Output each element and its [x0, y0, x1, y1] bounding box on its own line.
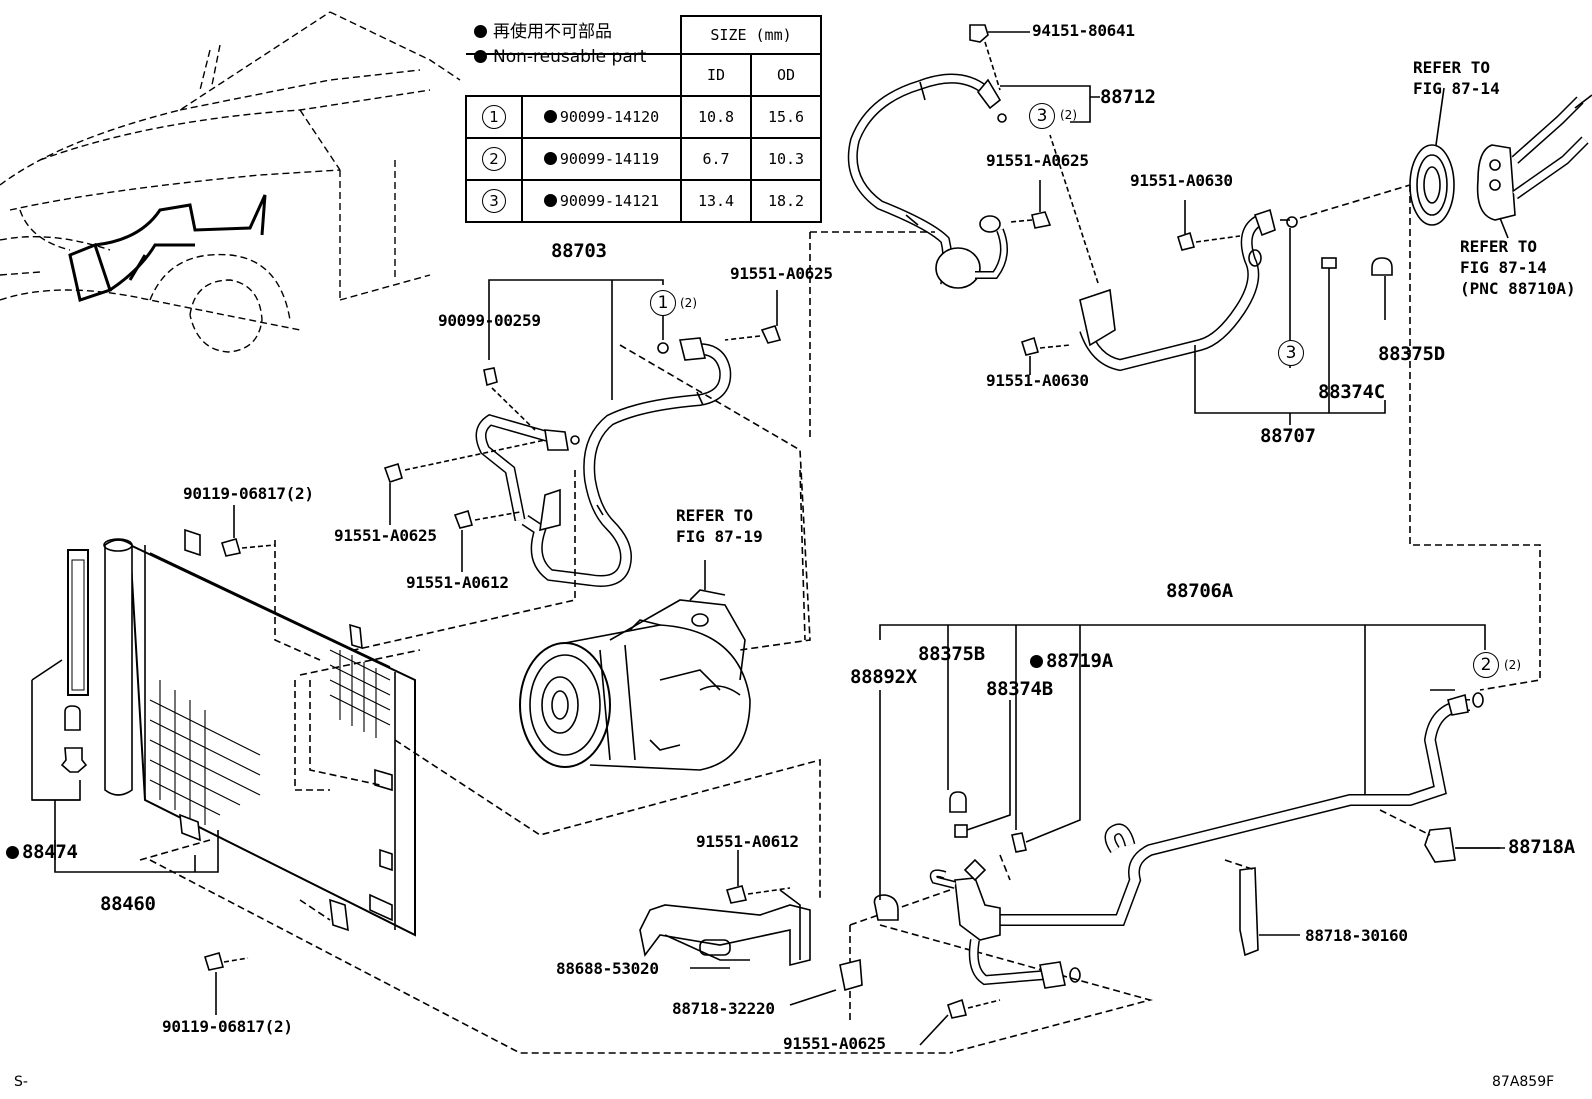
size-header: SIZE (mm): [680, 15, 822, 55]
bolt-91551-a0612-a: [453, 509, 521, 572]
hose-88703-drawing: [475, 337, 732, 587]
vehicle-outline: [0, 11, 461, 353]
mark-circle-icon: 2: [482, 147, 506, 171]
col-id-header: ID: [680, 53, 752, 97]
label-88474: 88474: [6, 841, 78, 863]
dashed-connectors-bottom: [999, 809, 1431, 881]
label-88688-53020: 88688-53020: [556, 959, 659, 978]
dashed-connectors-center: [309, 231, 935, 661]
footer-left-code: S-: [14, 1074, 28, 1090]
label-88703: 88703: [551, 240, 607, 262]
label-91551-a0630-mid: 91551-A0630: [986, 371, 1089, 390]
drier-parts-88474: [31, 549, 89, 860]
bolt-91551-a0630-lower: [1021, 336, 1071, 375]
label-91551-a0612-a: 91551-A0612: [406, 573, 509, 592]
hose-88707-drawing: [1049, 134, 1411, 372]
callout-1: 1: [650, 290, 676, 316]
oring-1: [657, 342, 669, 354]
bracket-88688-drawing: [639, 889, 811, 967]
callout-2: 2: [1473, 652, 1499, 678]
bolt-90119-top: [220, 505, 276, 557]
mark-circle-icon: 3: [482, 189, 506, 213]
label-88707: 88707: [1260, 425, 1316, 447]
hose-88712-drawing: [847, 73, 1008, 289]
id-value: 13.4: [680, 179, 752, 223]
label-91551-a0625-d: 91551-A0625: [783, 1034, 886, 1053]
id-value: 6.7: [680, 137, 752, 181]
part-number: 90099-14119: [544, 150, 659, 168]
bolt-94151-drawing: [969, 24, 1030, 91]
label-88375b: 88375B: [918, 643, 985, 665]
part-number: 90099-14121: [544, 192, 659, 210]
label-91551-a0625-c: 91551-A0625: [334, 526, 437, 545]
col-od-header: OD: [750, 53, 822, 97]
od-value: 18.2: [750, 179, 822, 223]
label-88374c: 88374C: [1318, 381, 1385, 403]
label-90119-06817-bottom: 90119-06817(2): [162, 1017, 293, 1036]
dashed-connector-right: [1409, 185, 1541, 691]
table-row: 3 90099-14121 13.4 18.2: [465, 179, 822, 223]
label-88718a: 88718A: [1508, 836, 1575, 858]
leader-88712: [1000, 85, 1100, 123]
label-88892x: 88892X: [850, 666, 917, 688]
label-91551-a0625-top: 91551-A0625: [986, 151, 1089, 170]
callout-3-top-qty: (2): [1060, 108, 1077, 122]
label-90119-06817-top: 90119-06817(2): [183, 484, 314, 503]
leader-88707: [1194, 228, 1386, 425]
leader-88703: [488, 279, 664, 400]
valve-88374c: [1321, 257, 1337, 400]
mark-circle-icon: 1: [482, 105, 506, 129]
label-refer-fig-87-14-top: REFER TO FIG 87-14: [1413, 58, 1500, 98]
bolt-91551-a0625-b: [724, 290, 782, 344]
callout-3-mid: 3: [1278, 340, 1304, 366]
label-refer-fig-87-19: REFER TO FIG 87-19: [676, 506, 763, 546]
label-88712: 88712: [1100, 86, 1156, 108]
size-table: SIZE (mm) ID OD 1 90099-14120 10.8 15.6 …: [465, 15, 822, 223]
id-value: 10.8: [680, 95, 752, 139]
oring-3-top: [997, 113, 1007, 123]
label-88718-32220: 88718-32220: [672, 999, 775, 1018]
non-reusable-dot-icon: 88474: [6, 841, 78, 863]
bolt-90099-00259: [483, 367, 536, 431]
leader-88706a: [879, 624, 1486, 900]
condenser-drawing: [103, 528, 416, 937]
label-88719a: 88719A: [1030, 650, 1113, 672]
label-91551-a0630-top: 91551-A0630: [1130, 171, 1233, 190]
label-90099-00259: 90099-00259: [438, 311, 541, 330]
vehicle-ac-route: [68, 194, 267, 302]
label-refer-fig-87-14-side: REFER TO FIG 87-14 (PNC 88710A): [1460, 237, 1576, 298]
label-88374b: 88374B: [986, 678, 1053, 700]
part-number: 90099-14120: [544, 108, 659, 126]
bolt-91551-a0630-upper: [1177, 200, 1241, 251]
callout-3-top: 3: [1029, 103, 1055, 129]
label-91551-a0612-b: 91551-A0612: [696, 832, 799, 851]
label-94151-80641: 94151-80641: [1032, 21, 1135, 40]
compressor-drawing: [519, 560, 751, 771]
bolt-90119-bottom: [203, 952, 249, 1015]
bolt-91551-a0612-b: [725, 850, 791, 904]
label-91551-a0625-b: 91551-A0625: [730, 264, 833, 283]
od-value: 10.3: [750, 137, 822, 181]
label-88460: 88460: [100, 893, 156, 915]
callout-1-qty: (2): [680, 296, 697, 310]
bolt-91551-a0625-d: [919, 998, 1001, 1046]
od-value: 15.6: [750, 95, 822, 139]
non-reusable-dot-icon: 88719A: [1030, 650, 1113, 672]
label-88718-30160: 88718-30160: [1305, 926, 1408, 945]
bolt-91551-a0625-c: [383, 439, 546, 525]
bolt-91551-a0625-top: [1009, 180, 1052, 229]
footer-figure-id: 87A859F: [1492, 1074, 1555, 1090]
callout-2-qty: (2): [1504, 658, 1521, 672]
cap-88375d: [1371, 257, 1393, 320]
expansion-valve-drawing: [1409, 87, 1592, 239]
label-88375d: 88375D: [1378, 343, 1445, 365]
clamp-88718-32220: [789, 958, 863, 1006]
table-row: 2 90099-14119 6.7 10.3: [465, 137, 822, 181]
label-88706a: 88706A: [1166, 580, 1233, 602]
valve-parts-88706a: [873, 791, 1027, 921]
table-row: 1 90099-14120 10.8 15.6: [465, 95, 822, 139]
